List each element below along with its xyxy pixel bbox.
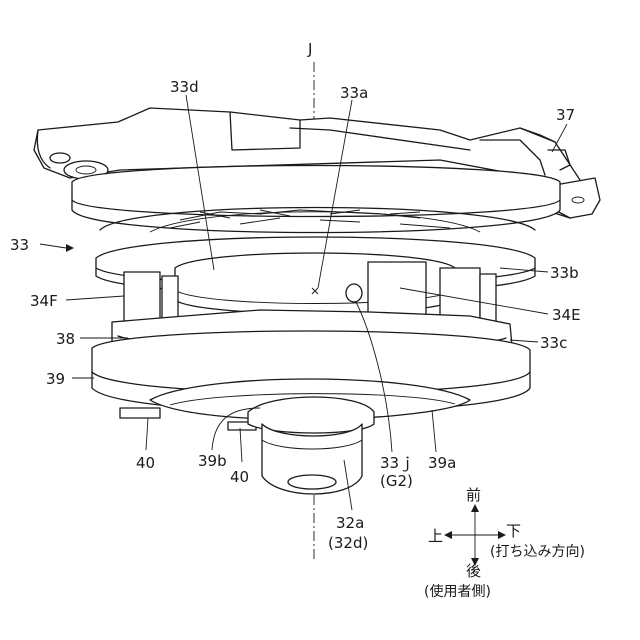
pin-33j <box>346 284 362 302</box>
label-40-left: 40 <box>136 454 155 472</box>
compass-rear-note: (使用者側) <box>424 583 491 600</box>
compass-up: 上 <box>428 527 443 545</box>
label-34e: 34E <box>552 306 581 324</box>
label-33a: 33a <box>340 84 368 102</box>
label-33b: 33b <box>550 264 579 282</box>
upper-housing <box>34 108 600 233</box>
label-33d: 33d <box>170 78 199 96</box>
compass-rear: 後 <box>466 562 481 580</box>
output-shaft <box>248 397 374 494</box>
label-38: 38 <box>56 330 75 348</box>
label-g2: (G2) <box>380 472 413 490</box>
label-40-right: 40 <box>230 468 249 486</box>
label-32d: (32d) <box>328 534 368 552</box>
label-37: 37 <box>556 106 575 124</box>
label-39: 39 <box>46 370 65 388</box>
label-33: 33 <box>10 236 29 254</box>
label-33j: 33ｊ <box>380 454 414 472</box>
label-39b: 39b <box>198 452 227 470</box>
label-axis-j: J <box>307 40 312 58</box>
label-33c: 33c <box>540 334 567 352</box>
compass-down: 下 <box>506 522 521 540</box>
post-34f <box>124 272 160 324</box>
label-34f: 34F <box>30 292 58 310</box>
label-32a: 32a <box>336 514 364 532</box>
label-39a: 39a <box>428 454 456 472</box>
compass-front: 前 <box>466 486 481 504</box>
direction-compass: 前 上 下 (打ち込み方向) 後 (使用者側) <box>424 486 585 600</box>
tab-40-left <box>120 408 160 418</box>
compass-down-note: (打ち込み方向) <box>490 543 585 560</box>
